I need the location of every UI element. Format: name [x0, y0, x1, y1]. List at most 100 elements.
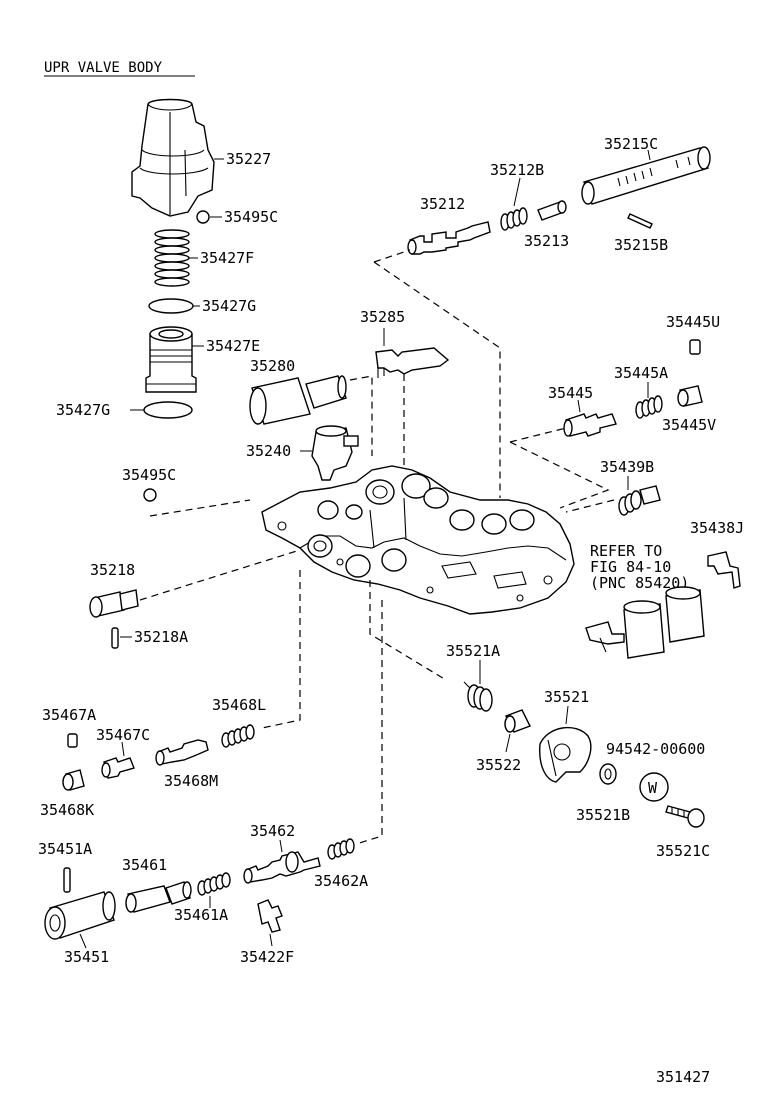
part-35240-solenoid[interactable]	[311, 425, 359, 481]
part-35218-plug[interactable]	[89, 589, 139, 618]
part-35212-valve[interactable]	[407, 221, 491, 255]
part-35427G-oring-bottom[interactable]	[143, 401, 193, 419]
part-35521C-bolt[interactable]	[665, 805, 705, 828]
label-35445A: 35445A	[614, 364, 668, 382]
part-35280-solenoid[interactable]	[249, 375, 347, 425]
part-35468L-spring[interactable]	[221, 724, 255, 748]
label-35462A: 35462A	[314, 872, 368, 890]
part-35495C-ball-mid[interactable]	[143, 488, 157, 502]
part-35468K-plug[interactable]	[62, 769, 85, 791]
drawing-number: 351427	[656, 1068, 710, 1086]
label-35461A: 35461A	[174, 906, 228, 924]
label-35427G-top: 35427G	[202, 297, 256, 315]
label-35280: 35280	[250, 357, 295, 375]
label-35451A: 35451A	[38, 840, 92, 858]
part-35521A-spring[interactable]	[463, 681, 493, 712]
part-35285-bracket[interactable]	[375, 347, 450, 378]
part-35438J-clip[interactable]	[707, 551, 741, 589]
washer-symbol: W	[648, 779, 658, 797]
part-35467A-pin[interactable]	[67, 733, 78, 748]
label-35218: 35218	[90, 561, 135, 579]
leader-35215C	[647, 149, 651, 161]
label-35468K: 35468K	[40, 801, 94, 819]
leader-35422F	[269, 933, 273, 947]
label-94542-00600: 94542-00600	[606, 740, 705, 758]
leader-35467C	[121, 741, 125, 757]
label-35218A: 35218A	[134, 628, 188, 646]
part-35227-cover[interactable]	[131, 98, 215, 217]
label-35445V: 35445V	[662, 416, 716, 434]
part-35212B-spring[interactable]	[500, 207, 528, 231]
label-35212: 35212	[420, 195, 465, 213]
part-35468M-valve[interactable]	[155, 739, 209, 766]
part-35218A-pin[interactable]	[111, 627, 119, 649]
part-35495C-ball-top[interactable]	[196, 210, 210, 224]
part-35445V-plug[interactable]	[677, 385, 703, 407]
label-35285: 35285	[360, 308, 405, 326]
part-35213-plug[interactable]	[537, 200, 567, 221]
part-35215B-pin[interactable]	[627, 213, 653, 229]
label-35438J: 35438J	[690, 519, 744, 537]
leader-35522	[505, 733, 511, 753]
diagram-title: UPR VALVE BODY	[44, 60, 163, 76]
refer-note-line-3: (PNC 85420)	[590, 574, 689, 592]
label-35212B: 35212B	[490, 161, 544, 179]
upper-valve-body[interactable]	[261, 465, 575, 615]
part-35462A-spring[interactable]	[327, 838, 355, 860]
part-35439B-plug[interactable]	[618, 485, 661, 516]
label-35215B: 35215B	[614, 236, 668, 254]
washer-symbol-circle: W	[639, 772, 669, 802]
part-35451-sleeve[interactable]	[44, 891, 116, 940]
label-35522: 35522	[476, 756, 521, 774]
shift-solenoid-reference[interactable]	[585, 586, 705, 659]
part-35427G-oring-top[interactable]	[148, 298, 194, 314]
leader-35445	[577, 399, 581, 413]
leader-35212B	[513, 177, 521, 207]
label-35521: 35521	[544, 688, 589, 706]
label-35227: 35227	[226, 150, 271, 168]
label-35445U: 35445U	[666, 313, 720, 331]
label-35468M: 35468M	[164, 772, 218, 790]
part-35445A-spring[interactable]	[635, 395, 663, 419]
label-35213: 35213	[524, 232, 569, 250]
refer-note-line-1: REFER TO	[590, 542, 662, 560]
part-35467C-valve[interactable]	[101, 757, 135, 779]
assembly-lines	[139, 249, 615, 845]
label-35422F: 35422F	[240, 948, 294, 966]
part-35445U-clip[interactable]	[689, 339, 701, 355]
label-35240: 35240	[246, 442, 291, 460]
part-35462-valve[interactable]	[243, 851, 321, 884]
part-35427F-spring[interactable]	[154, 229, 190, 287]
part-35422F-clip[interactable]	[257, 899, 283, 933]
part-35451A-pin[interactable]	[63, 867, 71, 893]
refer-note-line-2: FIG 84-10	[590, 558, 671, 576]
part-35521-detent-plate[interactable]	[539, 726, 592, 783]
part-35461A-spring[interactable]	[197, 872, 231, 896]
part-35461-valve[interactable]	[125, 881, 192, 913]
label-35467A: 35467A	[42, 706, 96, 724]
leader-35451	[79, 933, 87, 949]
label-35495C-mid: 35495C	[122, 466, 176, 484]
label-35427G-bottom: 35427G	[56, 401, 110, 419]
label-35439B: 35439B	[600, 458, 654, 476]
part-35427E-plug[interactable]	[145, 326, 197, 393]
label-35521B: 35521B	[576, 806, 630, 824]
label-35461: 35461	[122, 856, 167, 874]
part-35521B-washer[interactable]	[599, 763, 617, 785]
leader-35521	[565, 705, 569, 725]
part-35522-roller[interactable]	[504, 709, 531, 733]
label-35495C-top: 35495C	[224, 208, 278, 226]
label-35445: 35445	[548, 384, 593, 402]
label-35462: 35462	[250, 822, 295, 840]
label-35468L: 35468L	[212, 696, 266, 714]
leader-35462	[279, 839, 283, 853]
label-35215C: 35215C	[604, 135, 658, 153]
label-35451: 35451	[64, 948, 109, 966]
label-35427F: 35427F	[200, 249, 254, 267]
part-35215C-sleeve[interactable]	[581, 146, 711, 205]
label-35427E: 35427E	[206, 337, 260, 355]
label-35467C: 35467C	[96, 726, 150, 744]
part-35445-valve[interactable]	[563, 413, 617, 437]
